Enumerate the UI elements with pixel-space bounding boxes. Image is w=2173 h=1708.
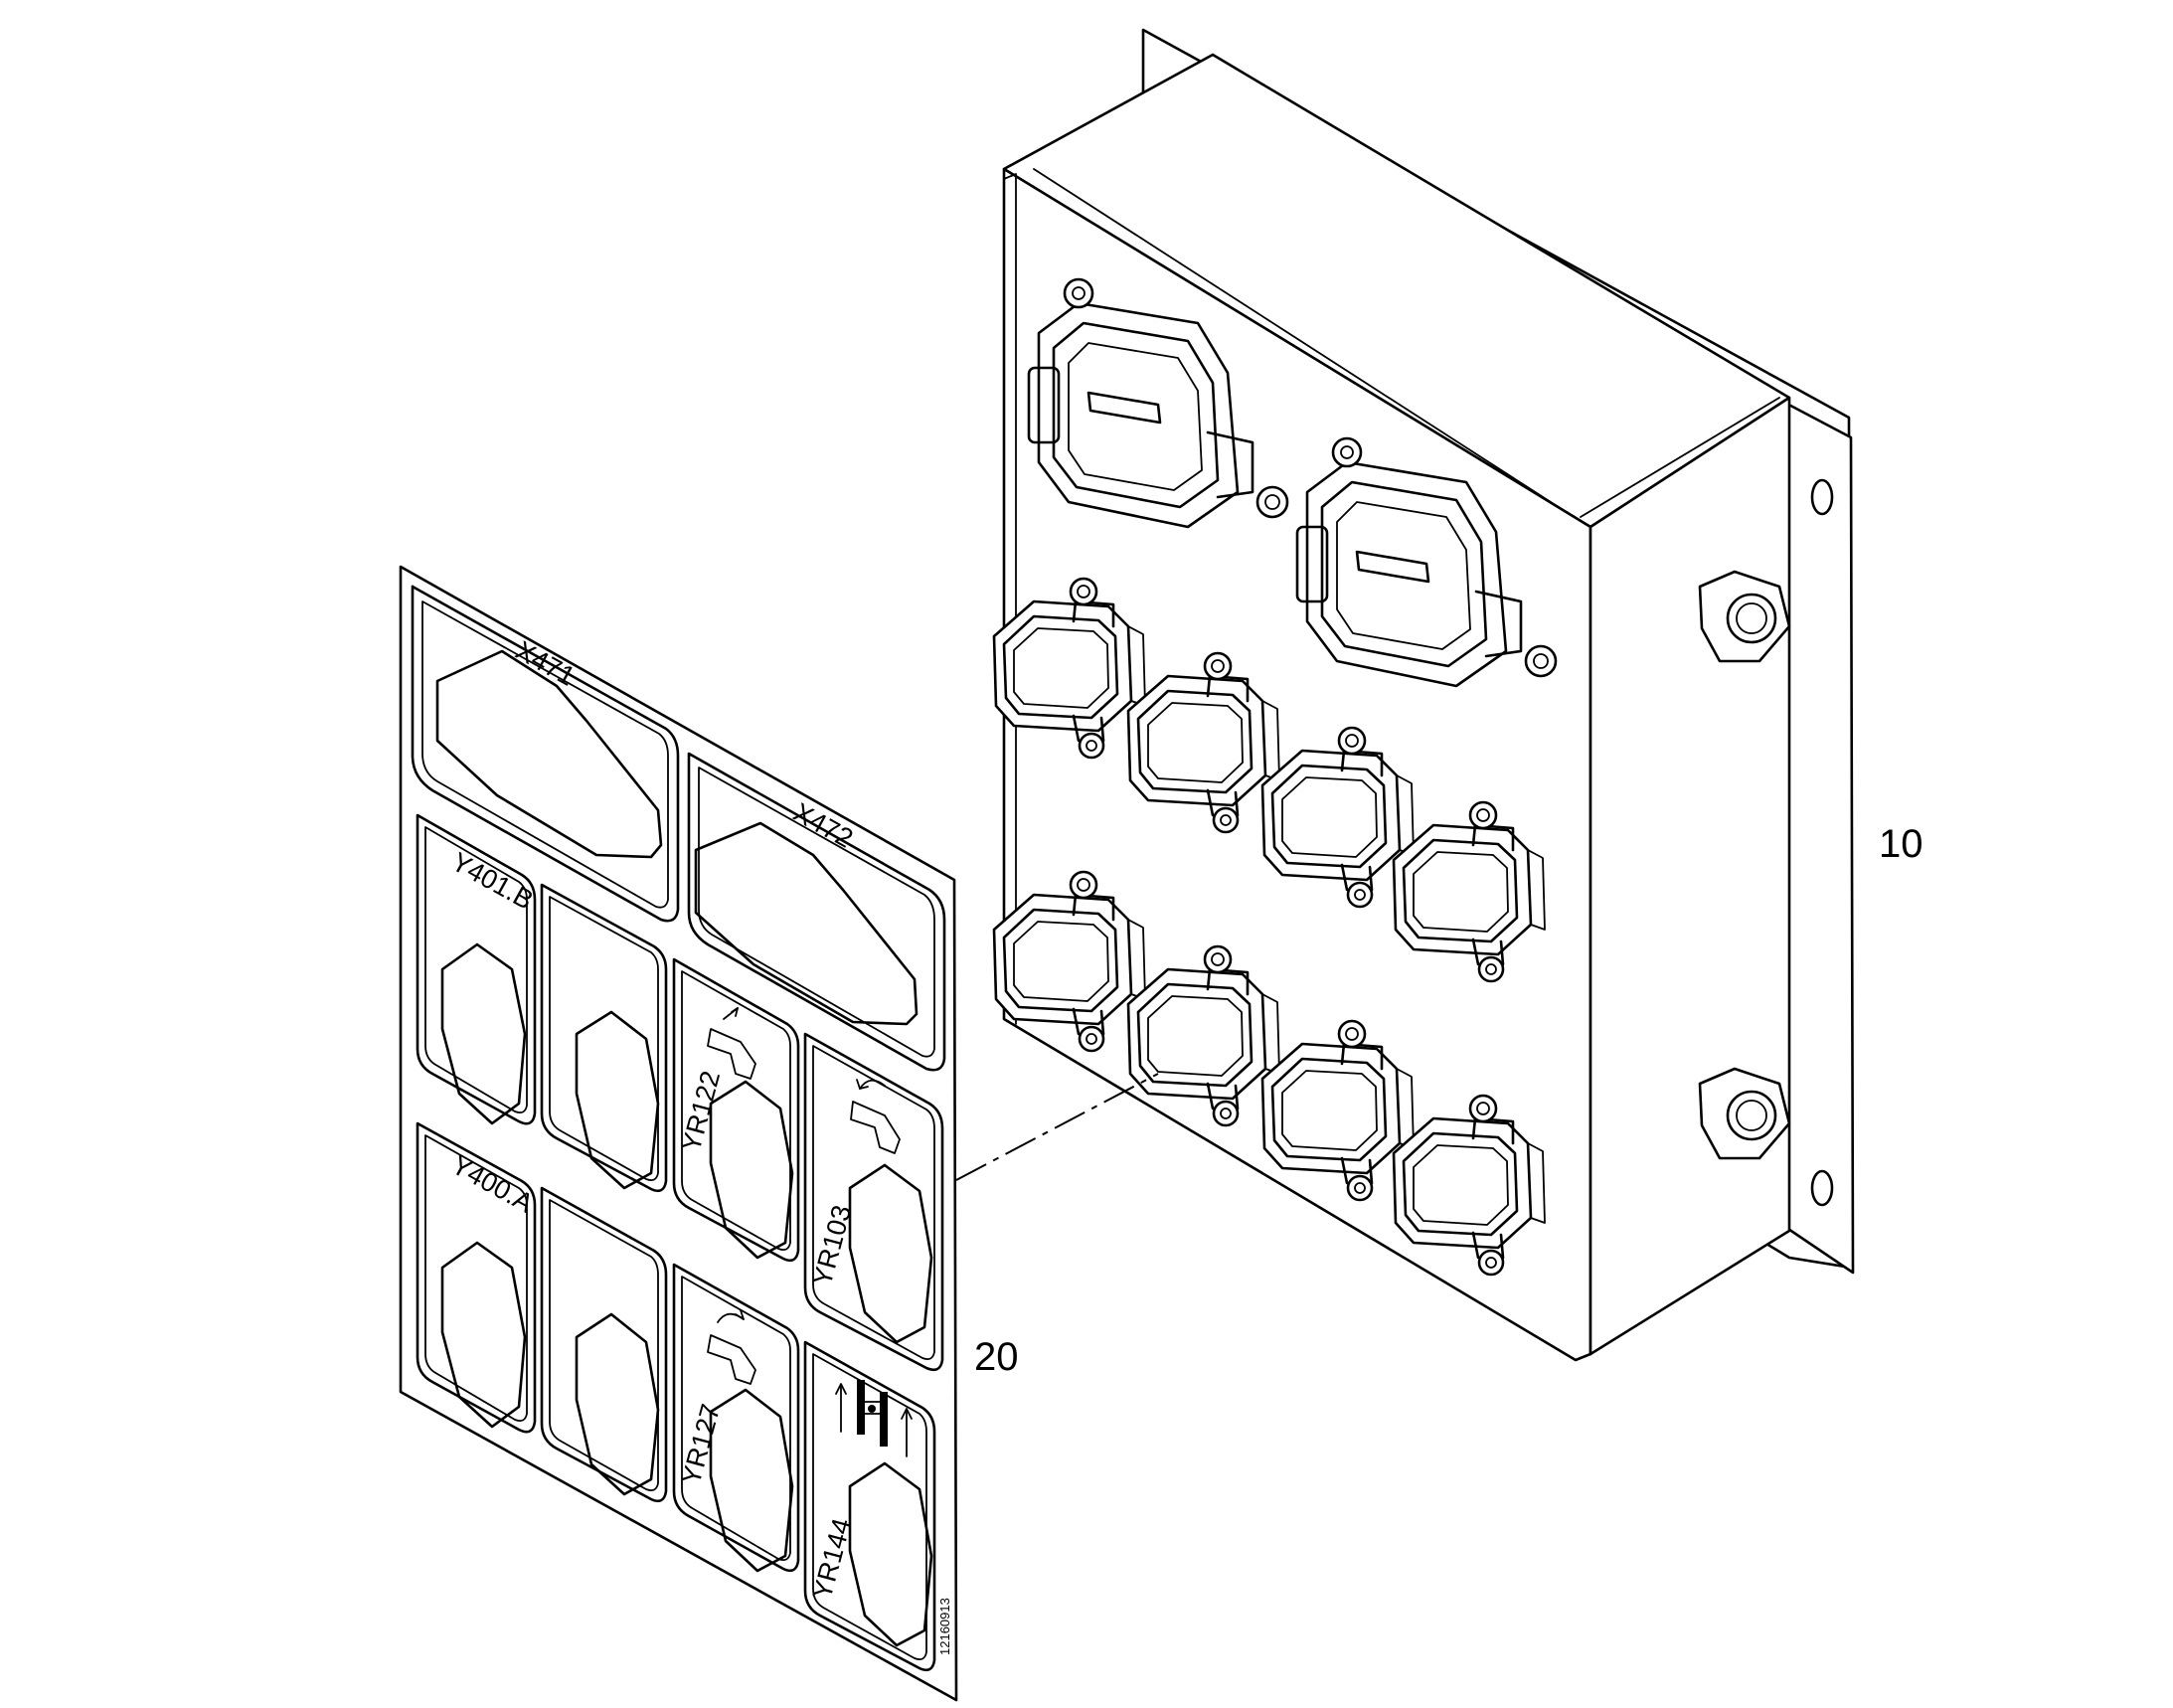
actuator-symbol-yr103	[850, 1079, 901, 1154]
hex-nut-upper	[1698, 570, 1791, 663]
drawing-code: 12160913	[937, 1598, 952, 1655]
electrical-box-housing	[992, 28, 1855, 1362]
actuator-symbol-yr127	[707, 1309, 756, 1385]
actuator-symbol-yr122	[707, 1007, 756, 1080]
assembly-leader-line	[955, 1073, 1159, 1181]
hex-nut-lower	[1698, 1067, 1791, 1160]
callout-10: 10	[1879, 822, 1923, 866]
lift-symbol-yr144	[835, 1380, 913, 1457]
connector-label-decal: X471 X472 Y401.B Y400.A YR122 YR103 YR12…	[399, 565, 958, 1702]
callout-20: 20	[974, 1335, 1019, 1379]
